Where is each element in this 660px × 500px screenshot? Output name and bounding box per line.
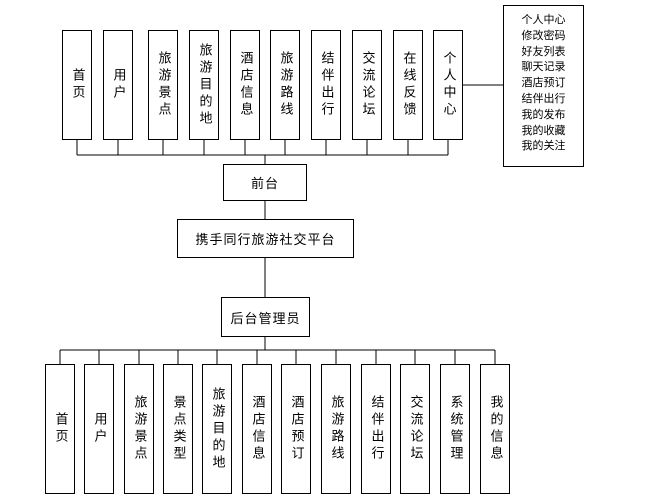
admin-node-label: 后台管理员 bbox=[230, 311, 301, 327]
admin-module-box: 用户 bbox=[84, 364, 114, 494]
admin-module-box: 首页 bbox=[45, 364, 75, 494]
front-module-box: 旅游景点 bbox=[148, 30, 178, 140]
front-module-box: 交流论坛 bbox=[352, 30, 382, 140]
admin-module-label: 酒店预订 bbox=[288, 395, 304, 463]
front-module-label: 用户 bbox=[110, 68, 126, 102]
front-module-label: 交流论坛 bbox=[359, 51, 375, 119]
platform-node-label: 携手同行旅游社交平台 bbox=[195, 233, 336, 248]
front-node: 前台 bbox=[223, 164, 307, 201]
admin-module-box: 酒店预订 bbox=[281, 364, 311, 494]
admin-module-label: 首页 bbox=[52, 412, 68, 446]
front-node-label: 前台 bbox=[250, 177, 279, 192]
personal-center-detail-item: 我的收藏 bbox=[521, 123, 566, 137]
admin-module-label: 旅游目的地 bbox=[209, 386, 225, 472]
personal-center-detail-item: 聊天记录 bbox=[521, 60, 566, 74]
front-module-label: 旅游路线 bbox=[277, 51, 293, 119]
admin-module-box: 我的信息 bbox=[480, 364, 510, 494]
admin-module-label: 酒店信息 bbox=[249, 395, 265, 463]
personal-center-detail-item: 个人中心 bbox=[521, 13, 566, 26]
admin-module-label: 旅游景点 bbox=[131, 395, 147, 463]
admin-node: 后台管理员 bbox=[221, 297, 310, 337]
front-module-box: 酒店信息 bbox=[230, 30, 260, 140]
admin-module-box: 旅游目的地 bbox=[202, 364, 232, 494]
admin-module-label: 旅游路线 bbox=[328, 395, 344, 463]
admin-module-box: 酒店信息 bbox=[242, 364, 272, 494]
admin-module-label: 我的信息 bbox=[487, 395, 503, 463]
front-module-box: 用户 bbox=[103, 30, 133, 140]
front-module-label: 旅游景点 bbox=[155, 51, 171, 119]
front-module-box: 旅游路线 bbox=[270, 30, 300, 140]
front-module-label: 在线反馈 bbox=[400, 51, 416, 119]
front-module-box: 旅游目的地 bbox=[189, 30, 219, 140]
admin-module-label: 系统管理 bbox=[447, 395, 463, 463]
front-module-label: 结伴出行 bbox=[318, 51, 334, 119]
personal-center-detail-item: 我的发布 bbox=[521, 107, 566, 121]
admin-module-box: 系统管理 bbox=[440, 364, 470, 494]
personal-center-detail-item: 修改密码 bbox=[521, 28, 566, 42]
personal-center-detail-item: 我的关注 bbox=[521, 139, 566, 153]
admin-module-box: 旅游路线 bbox=[321, 364, 351, 494]
admin-module-box: 结伴出行 bbox=[361, 364, 391, 494]
admin-module-box: 景点类型 bbox=[163, 364, 193, 494]
admin-module-label: 结伴出行 bbox=[368, 395, 384, 463]
personal-center-detail-box: 个人中心 修改密码 好友列表 聊天记录 酒店预订 结伴出行 我的发布 我的收藏 … bbox=[503, 5, 584, 167]
front-module-box: 在线反馈 bbox=[393, 30, 423, 140]
admin-module-label: 交流论坛 bbox=[407, 395, 423, 463]
front-module-box: 首页 bbox=[62, 30, 92, 140]
platform-node: 携手同行旅游社交平台 bbox=[177, 219, 354, 258]
personal-center-detail-item: 酒店预订 bbox=[521, 76, 566, 90]
front-module-box: 结伴出行 bbox=[311, 30, 341, 140]
personal-center-detail-item: 结伴出行 bbox=[521, 91, 566, 105]
admin-module-box: 交流论坛 bbox=[400, 364, 430, 494]
front-module-box: 个人中心 bbox=[433, 30, 463, 140]
admin-module-label: 用户 bbox=[91, 412, 107, 446]
front-module-label: 酒店信息 bbox=[237, 51, 253, 119]
admin-module-box: 旅游景点 bbox=[124, 364, 154, 494]
front-module-label: 个人中心 bbox=[440, 51, 456, 119]
front-module-label: 首页 bbox=[69, 68, 85, 102]
admin-module-label: 景点类型 bbox=[170, 395, 186, 463]
personal-center-detail-item: 好友列表 bbox=[521, 44, 566, 58]
front-module-label: 旅游目的地 bbox=[196, 42, 212, 128]
